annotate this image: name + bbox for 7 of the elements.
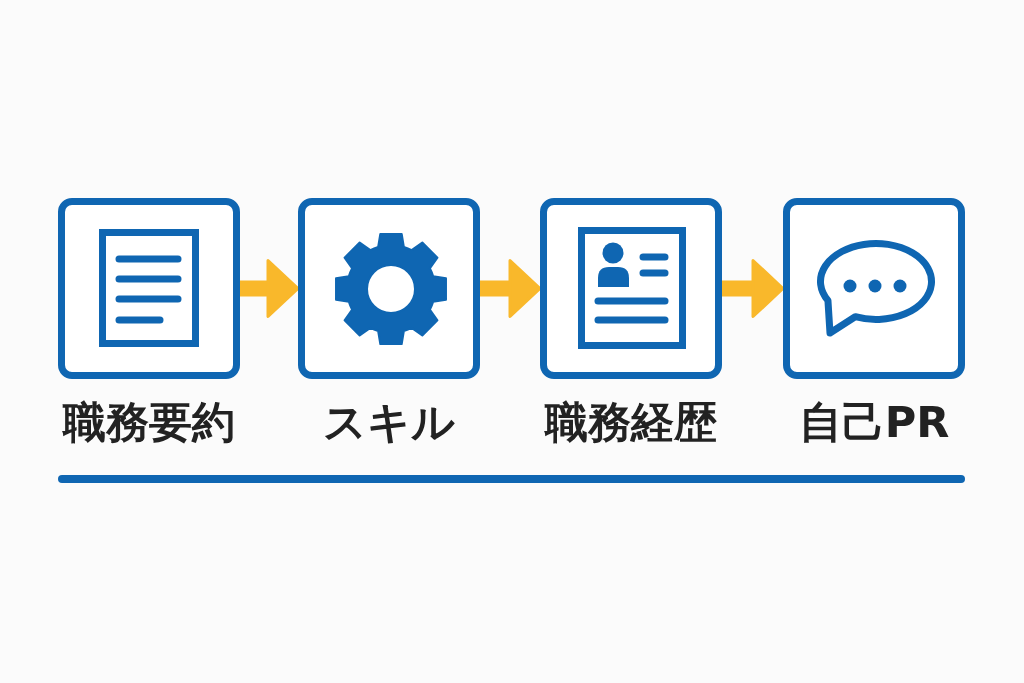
arrow — [240, 259, 300, 318]
arrow — [722, 259, 785, 318]
step-label: 自己PR — [798, 397, 950, 447]
arrow — [480, 259, 542, 318]
step-label: スキル — [323, 397, 455, 447]
step-label: 職務経歴 — [545, 397, 717, 447]
step-label: 職務要約 — [63, 397, 235, 447]
